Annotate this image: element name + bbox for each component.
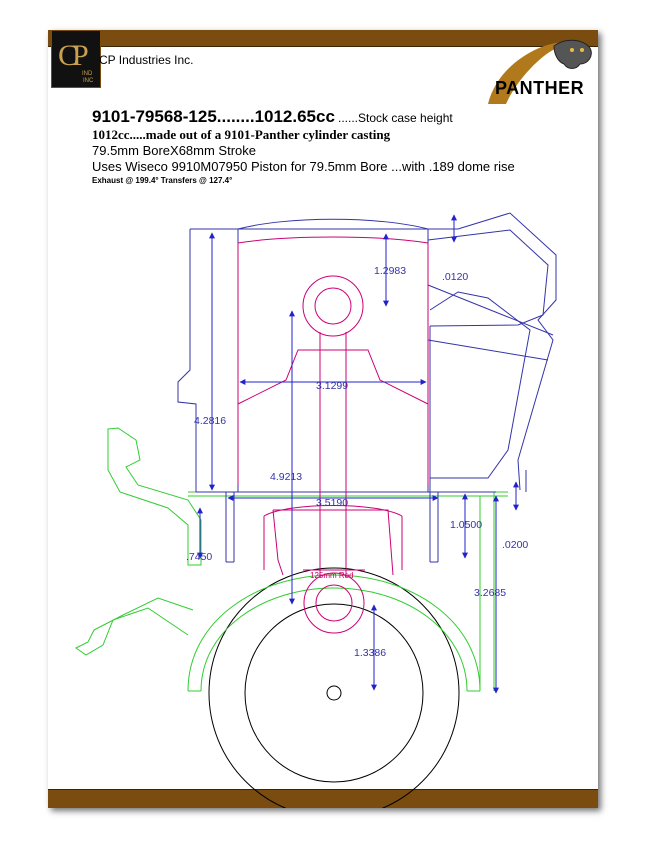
dimension-lines: [197, 214, 519, 694]
casting-note: 1012cc.....made out of a 9101-Panther cy…: [92, 127, 391, 142]
engine-section-drawing: 1.2983 .0120 3.1299 4.2816 4.9213 3.5190…: [75, 212, 557, 808]
piston-note: Uses Wiseco 9910M07950 Piston for 79.5mm…: [92, 159, 515, 174]
bore-stroke: 79.5mm BoreX68mm Stroke: [92, 143, 257, 158]
dimension-labels: 1.2983 .0120 3.1299 4.2816 4.9213 3.5190…: [186, 265, 528, 659]
top-frame-bar: [48, 30, 598, 47]
svg-text:IND: IND: [82, 71, 93, 77]
part-number: 9101-79568-125........1012.65cc: [92, 107, 335, 126]
dim-3-1299: 3.1299: [316, 380, 348, 392]
dim-4-9213: 4.9213: [270, 471, 302, 483]
svg-text:P: P: [72, 39, 89, 72]
piston-and-rod: [237, 236, 429, 634]
dim-3-5190: 3.5190: [316, 497, 348, 509]
svg-text:INC: INC: [83, 78, 94, 84]
panther-logo: [488, 39, 592, 104]
dim-7450: .7450: [186, 551, 212, 563]
company-name: CP Industries Inc.: [99, 53, 194, 67]
port-timing: Exhaust @ 199.4° Transfers @ 127.4°: [92, 176, 233, 185]
svg-text:C: C: [58, 39, 78, 72]
cp-logo: C P IND INC: [51, 30, 101, 88]
panther-brand: PANTHER: [495, 78, 585, 98]
dim-4-2816: 4.2816: [194, 415, 226, 427]
dim-3-2685: 3.2685: [474, 587, 506, 599]
dim-0200: .0200: [502, 539, 528, 551]
bottom-frame-bar: [48, 789, 598, 808]
drawing-sheet: C P IND INC CP Industries Inc. PANTHER 9…: [48, 30, 598, 808]
dim-0120: .0120: [442, 271, 468, 283]
flywheel: [208, 567, 460, 808]
dim-1-3386: 1.3386: [354, 647, 386, 659]
case-note: ......Stock case height: [338, 111, 453, 125]
dim-1-2983: 1.2983: [374, 265, 406, 277]
dim-1-0500: 1.0500: [450, 519, 482, 531]
rod-label: 125mm Rod: [310, 571, 354, 580]
